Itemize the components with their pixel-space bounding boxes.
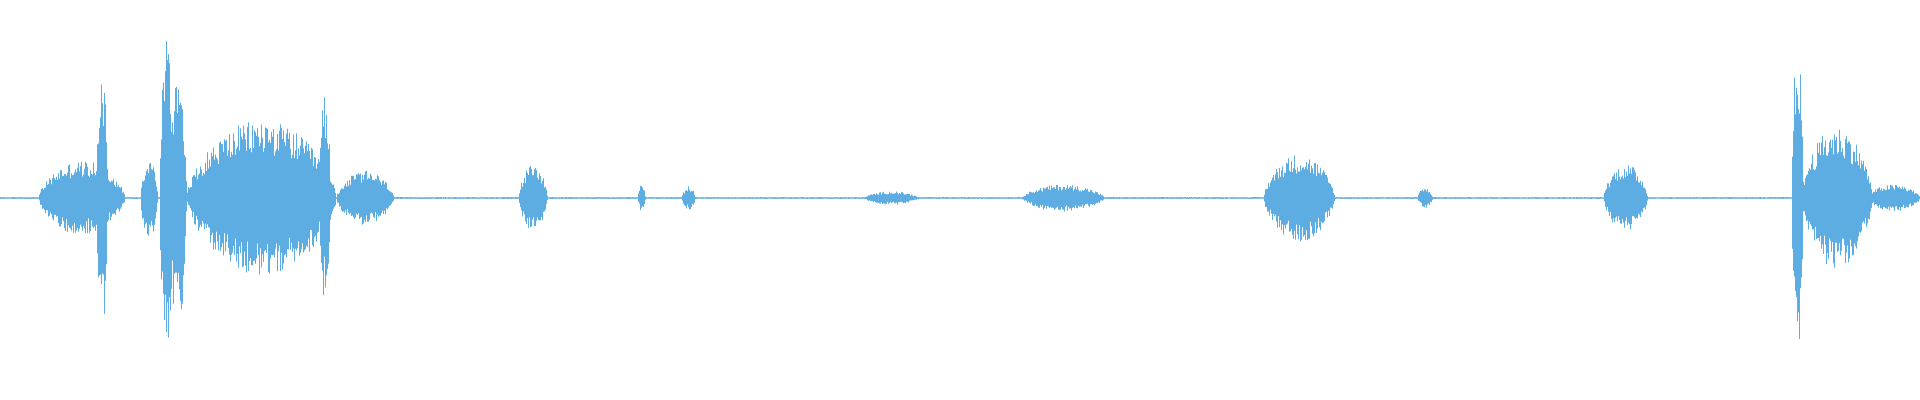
waveform-path	[0, 41, 1920, 339]
waveform-samples	[0, 41, 1920, 339]
